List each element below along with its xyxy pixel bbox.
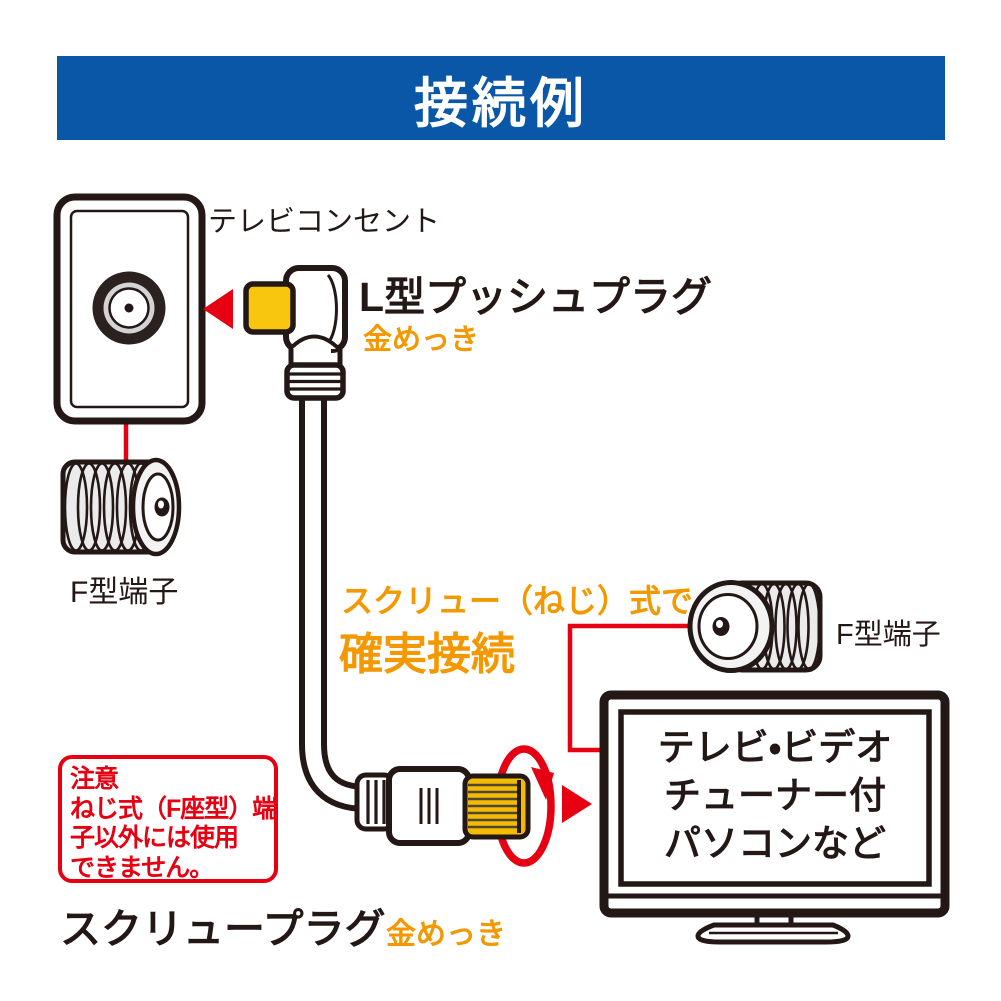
- l-plug-title: L型プッシュプラグ: [359, 274, 713, 320]
- tv-device-line: テレビ・ビデオ: [657, 727, 893, 768]
- wall-outlet-label: テレビコンセント: [208, 206, 441, 238]
- f-connector-left-illustration: [60, 457, 182, 557]
- tv-device-line: チューナー付: [664, 775, 886, 816]
- warning-line: できません。: [70, 853, 214, 882]
- screw-plug-plating-label: 金めっき: [386, 918, 506, 951]
- header-banner: 接続例: [57, 56, 945, 140]
- warning-box: 注意 ねじ式（F座型）端 子以外には使用 できません。: [58, 755, 278, 883]
- screw-plug-illustration: [354, 745, 555, 867]
- f-terminal-left-label: F型端子: [70, 576, 179, 609]
- arrow-right-icon: [562, 785, 592, 823]
- l-plug-illustration: [243, 265, 348, 401]
- tv-device-line: パソコンなど: [664, 823, 886, 864]
- wall-outlet-illustration: [53, 193, 206, 425]
- f-terminal-right-label: F型端子: [836, 619, 941, 651]
- connection-line-bracket: [567, 623, 690, 753]
- tv-device-label: テレビ・ビデオ チューナー付 パソコンなど: [621, 724, 929, 868]
- secure-connect-line1: スクリュー（ねじ）式で: [341, 583, 694, 619]
- l-plug-plating-label: 金めっき: [363, 324, 480, 356]
- page-title: 接続例: [414, 73, 588, 134]
- tv-illustration: [599, 690, 950, 945]
- secure-connect-line2: 確実接続: [339, 630, 515, 679]
- warning-line: ねじ式（F座型）端: [70, 794, 277, 823]
- warning-line: 注意: [70, 765, 119, 793]
- screw-plug-title: スクリュープラグ: [60, 906, 386, 952]
- arrow-left-icon: [203, 289, 233, 329]
- warning-line: 子以外には使用: [70, 824, 239, 852]
- f-connector-right-illustration: [687, 580, 823, 673]
- rotation-arrowhead-icon: [531, 767, 554, 800]
